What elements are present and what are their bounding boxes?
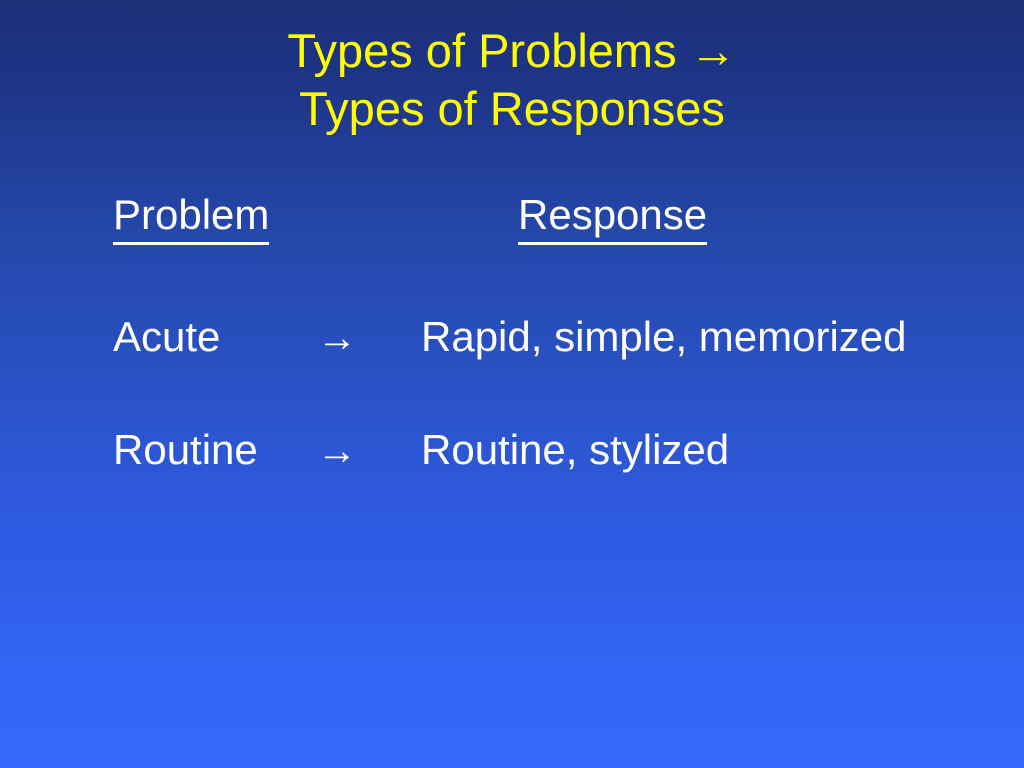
column-header-response-label: Response	[518, 190, 708, 245]
problem-response-table: Problem Response Acute → Rapid, simple, …	[113, 190, 1018, 476]
slide-title: Types of Problems → Types of Responses	[0, 22, 1024, 138]
row-problem-acute: Acute	[113, 313, 221, 360]
column-header-problem-label: Problem	[113, 190, 270, 245]
spacer-cell	[113, 246, 311, 312]
row-problem-routine: Routine	[113, 426, 258, 473]
title-line-1: Types of Problems →	[287, 24, 737, 77]
table-spacer-row-1	[113, 246, 1018, 312]
arrow-right-glyph: →	[317, 316, 357, 360]
table-row: Routine → Routine, stylized	[113, 425, 1018, 476]
column-header-spacer	[311, 190, 421, 246]
column-header-response: Response	[421, 190, 1018, 246]
arrow-right-icon: →	[311, 312, 421, 363]
table-spacer-row-2	[113, 363, 1018, 425]
arrow-right-glyph: →	[317, 429, 357, 473]
row-response-acute: Rapid, simple, memorized	[421, 313, 907, 360]
spacer-cell	[311, 246, 421, 312]
title-line-2: Types of Responses	[299, 82, 725, 135]
row-response-routine: Routine, stylized	[421, 426, 730, 473]
arrow-right-icon: →	[311, 425, 421, 476]
spacer-cell	[421, 363, 1018, 425]
column-header-problem: Problem	[113, 190, 311, 246]
spacer-cell	[311, 363, 421, 425]
spacer-cell	[421, 246, 1018, 312]
spacer-cell	[113, 363, 311, 425]
table-row: Acute → Rapid, simple, memorized	[113, 312, 1018, 363]
table-header-row: Problem Response	[113, 190, 1018, 246]
